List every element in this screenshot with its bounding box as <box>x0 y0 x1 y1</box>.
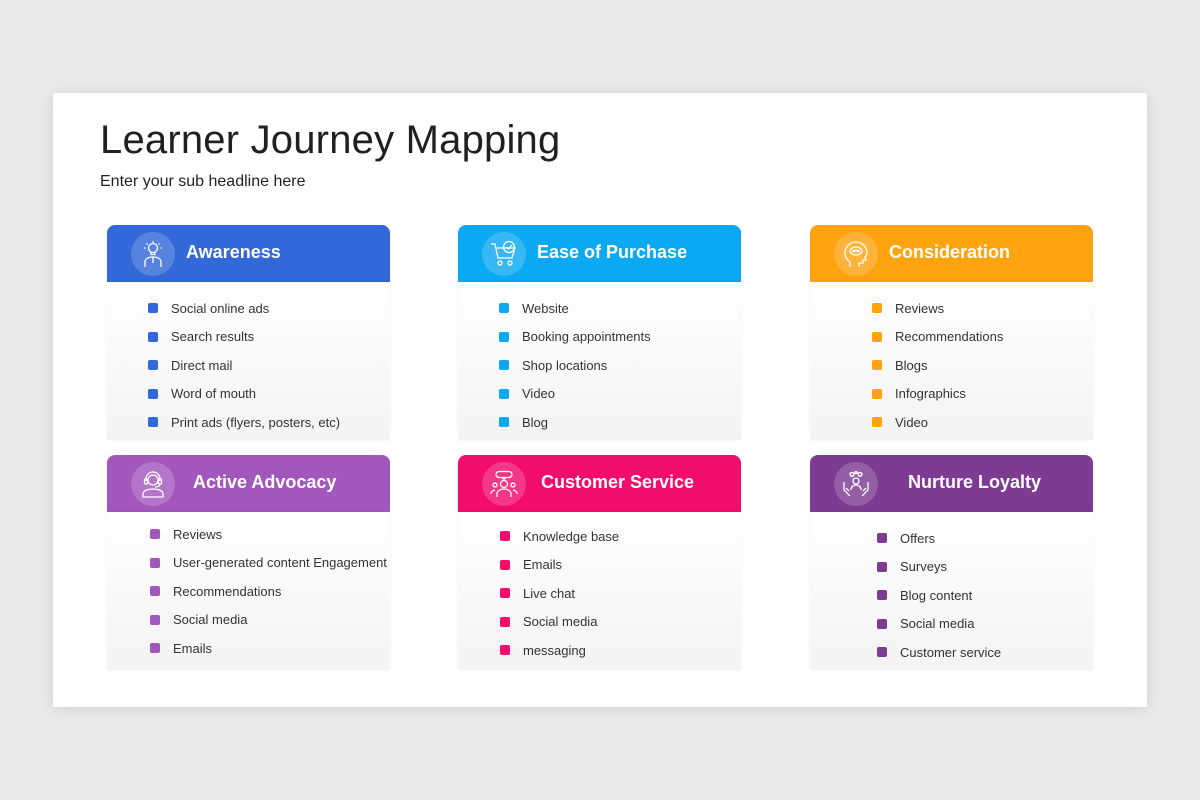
lightbulb-person-icon <box>131 232 175 276</box>
bullet-icon <box>148 360 158 371</box>
card-body: Offers Surveys Blog content Social media… <box>810 512 1093 670</box>
shopping-cart-check-icon <box>482 232 526 276</box>
page-subtitle: Enter your sub headline here <box>100 173 306 190</box>
card-active-advocacy: Active Advocacy Reviews User-generated c… <box>107 455 390 670</box>
bullet-icon <box>499 360 509 371</box>
list-item: Surveys <box>877 553 1001 582</box>
card-header: Active Advocacy <box>107 455 390 512</box>
list-item: Social media <box>150 606 387 635</box>
item-list: Website Booking appointments Shop locati… <box>499 294 651 437</box>
card-header: Consideration <box>810 225 1093 282</box>
card-title: Customer Service <box>541 472 695 492</box>
bullet-icon <box>877 618 887 629</box>
bullet-icon <box>500 559 510 570</box>
list-item: Knowledge base <box>500 522 619 551</box>
list-item: Social media <box>500 608 619 637</box>
item-list: Reviews Recommendations Blogs Infographi… <box>872 294 1003 437</box>
list-item: Blog <box>499 408 651 437</box>
page-title: Learner Journey Mapping <box>100 118 561 162</box>
bullet-icon <box>499 388 509 399</box>
bullet-icon <box>148 331 158 342</box>
bullet-icon <box>877 647 887 658</box>
card-title: Active Advocacy <box>193 472 337 492</box>
list-item: Video <box>499 380 651 409</box>
bullet-icon <box>499 331 509 342</box>
bullet-icon <box>148 303 158 314</box>
bullet-icon <box>499 303 509 314</box>
bullet-icon <box>148 417 158 428</box>
hands-heart-icon <box>834 462 878 506</box>
list-item: Infographics <box>872 380 1003 409</box>
list-item: Live chat <box>500 579 619 608</box>
bullet-icon <box>877 590 887 601</box>
list-item: Reviews <box>872 294 1003 323</box>
support-agent-icon <box>131 462 175 506</box>
bullet-icon <box>150 643 160 654</box>
bullet-icon <box>500 616 510 627</box>
list-item: Blog content <box>877 581 1001 610</box>
thinking-head-icon <box>834 232 878 276</box>
card-title: Ease of Purchase <box>537 242 688 262</box>
card-header: Ease of Purchase <box>458 225 741 282</box>
list-item: Recommendations <box>150 577 387 606</box>
card-consideration: Consideration Reviews Recommendations Bl… <box>810 225 1093 440</box>
list-item: messaging <box>500 636 619 665</box>
bullet-icon <box>500 588 510 599</box>
bullet-icon <box>872 360 882 371</box>
list-item: Recommendations <box>872 323 1003 352</box>
item-list: Knowledge base Emails Live chat Social m… <box>500 522 619 665</box>
list-item: Search results <box>148 323 340 352</box>
list-item: Booking appointments <box>499 323 651 352</box>
list-item: Shop locations <box>499 351 651 380</box>
bullet-icon <box>150 614 160 625</box>
list-item: Social media <box>877 610 1001 639</box>
bullet-icon <box>150 586 160 597</box>
list-item: Emails <box>500 551 619 580</box>
card-body: Social online ads Search results Direct … <box>107 282 390 440</box>
card-header: Nurture Loyalty <box>810 455 1093 512</box>
bullet-icon <box>877 533 887 544</box>
card-nurture-loyalty: Nurture Loyalty Offers Surveys Blog cont… <box>810 455 1093 670</box>
card-body: Reviews Recommendations Blogs Infographi… <box>810 282 1093 440</box>
list-item: Word of mouth <box>148 380 340 409</box>
item-list: Reviews User-generated content Engagemen… <box>150 520 387 663</box>
bullet-icon <box>150 557 160 568</box>
list-item: Social online ads <box>148 294 340 323</box>
card-ease-of-purchase: Ease of Purchase Website Booking appoint… <box>458 225 741 440</box>
bullet-icon <box>877 561 887 572</box>
card-header: Awareness <box>107 225 390 282</box>
item-list: Social online ads Search results Direct … <box>148 294 340 437</box>
bullet-icon <box>872 388 882 399</box>
bullet-icon <box>872 331 882 342</box>
card-customer-service: Customer Service Knowledge base Emails L… <box>458 455 741 670</box>
list-item: Video <box>872 408 1003 437</box>
card-title: Awareness <box>186 242 281 262</box>
bullet-icon <box>499 417 509 428</box>
card-title: Nurture Loyalty <box>908 472 1042 492</box>
bullet-icon <box>150 529 160 540</box>
list-item: Offers <box>877 524 1001 553</box>
list-item: Customer service <box>877 638 1001 667</box>
bullet-icon <box>872 417 882 428</box>
bullet-icon <box>500 531 510 542</box>
card-body: Knowledge base Emails Live chat Social m… <box>458 512 741 670</box>
slide: Learner Journey Mapping Enter your sub h… <box>53 93 1147 707</box>
card-header: Customer Service <box>458 455 741 512</box>
list-item: Print ads (flyers, posters, etc) <box>148 408 340 437</box>
bullet-icon <box>872 303 882 314</box>
list-item: User-generated content Engagement <box>150 549 387 578</box>
card-title: Consideration <box>889 242 1011 262</box>
list-item: Website <box>499 294 651 323</box>
bullet-icon <box>148 388 158 399</box>
card-body: Reviews User-generated content Engagemen… <box>107 512 390 670</box>
customer-chat-icon <box>482 462 526 506</box>
list-item: Emails <box>150 634 387 663</box>
list-item: Blogs <box>872 351 1003 380</box>
card-awareness: Awareness Social online ads Search resul… <box>107 225 390 440</box>
item-list: Offers Surveys Blog content Social media… <box>877 524 1001 667</box>
list-item: Reviews <box>150 520 387 549</box>
bullet-icon <box>500 645 510 656</box>
list-item: Direct mail <box>148 351 340 380</box>
card-body: Website Booking appointments Shop locati… <box>458 282 741 440</box>
